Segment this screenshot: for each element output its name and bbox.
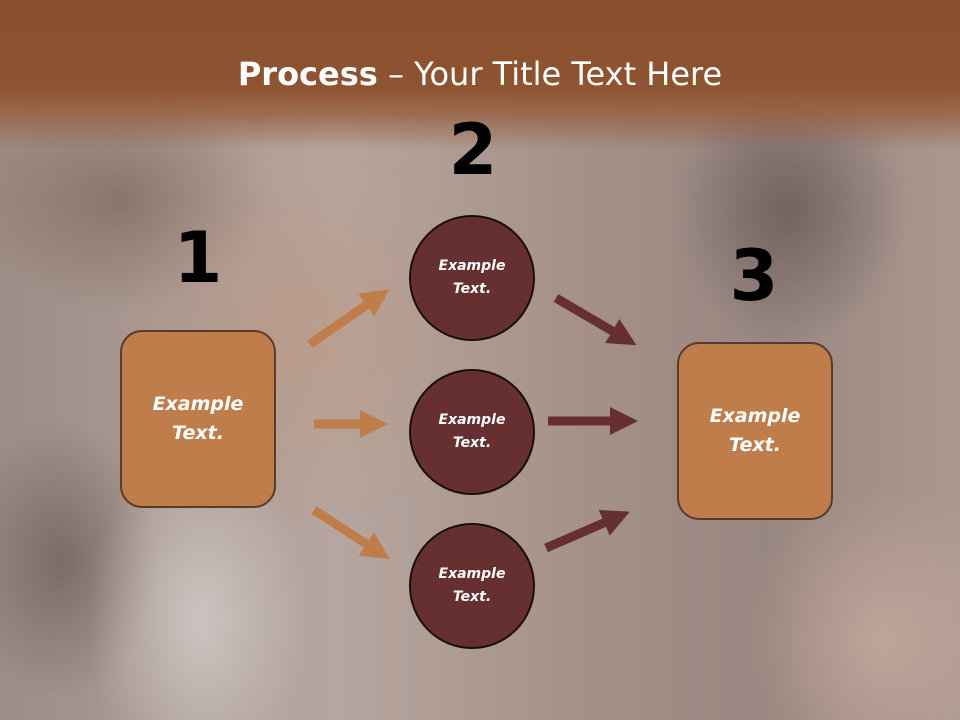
step-number-3: 3	[729, 235, 779, 317]
process-circle-top: Example Text.	[409, 215, 535, 341]
process-box-left: Example Text.	[120, 330, 276, 508]
arrow-box-to-circle-bottom	[311, 506, 390, 560]
arrow-circle-bottom-to-box	[544, 509, 630, 553]
title-bold: Process	[237, 55, 378, 93]
arrow-circle-top-to-box	[553, 294, 637, 346]
process-box-right: Example Text.	[677, 342, 833, 520]
title-rest: – Your Title Text Here	[377, 55, 723, 93]
process-circle-middle: Example Text.	[409, 369, 535, 495]
header-band	[0, 0, 960, 150]
slide-title: Process – Your Title Text Here	[0, 52, 960, 96]
arrow-box-to-circle-top	[307, 289, 390, 348]
process-circle-bottom: Example Text.	[409, 523, 535, 649]
step-number-2: 2	[448, 109, 498, 191]
step-number-1: 1	[173, 217, 223, 299]
